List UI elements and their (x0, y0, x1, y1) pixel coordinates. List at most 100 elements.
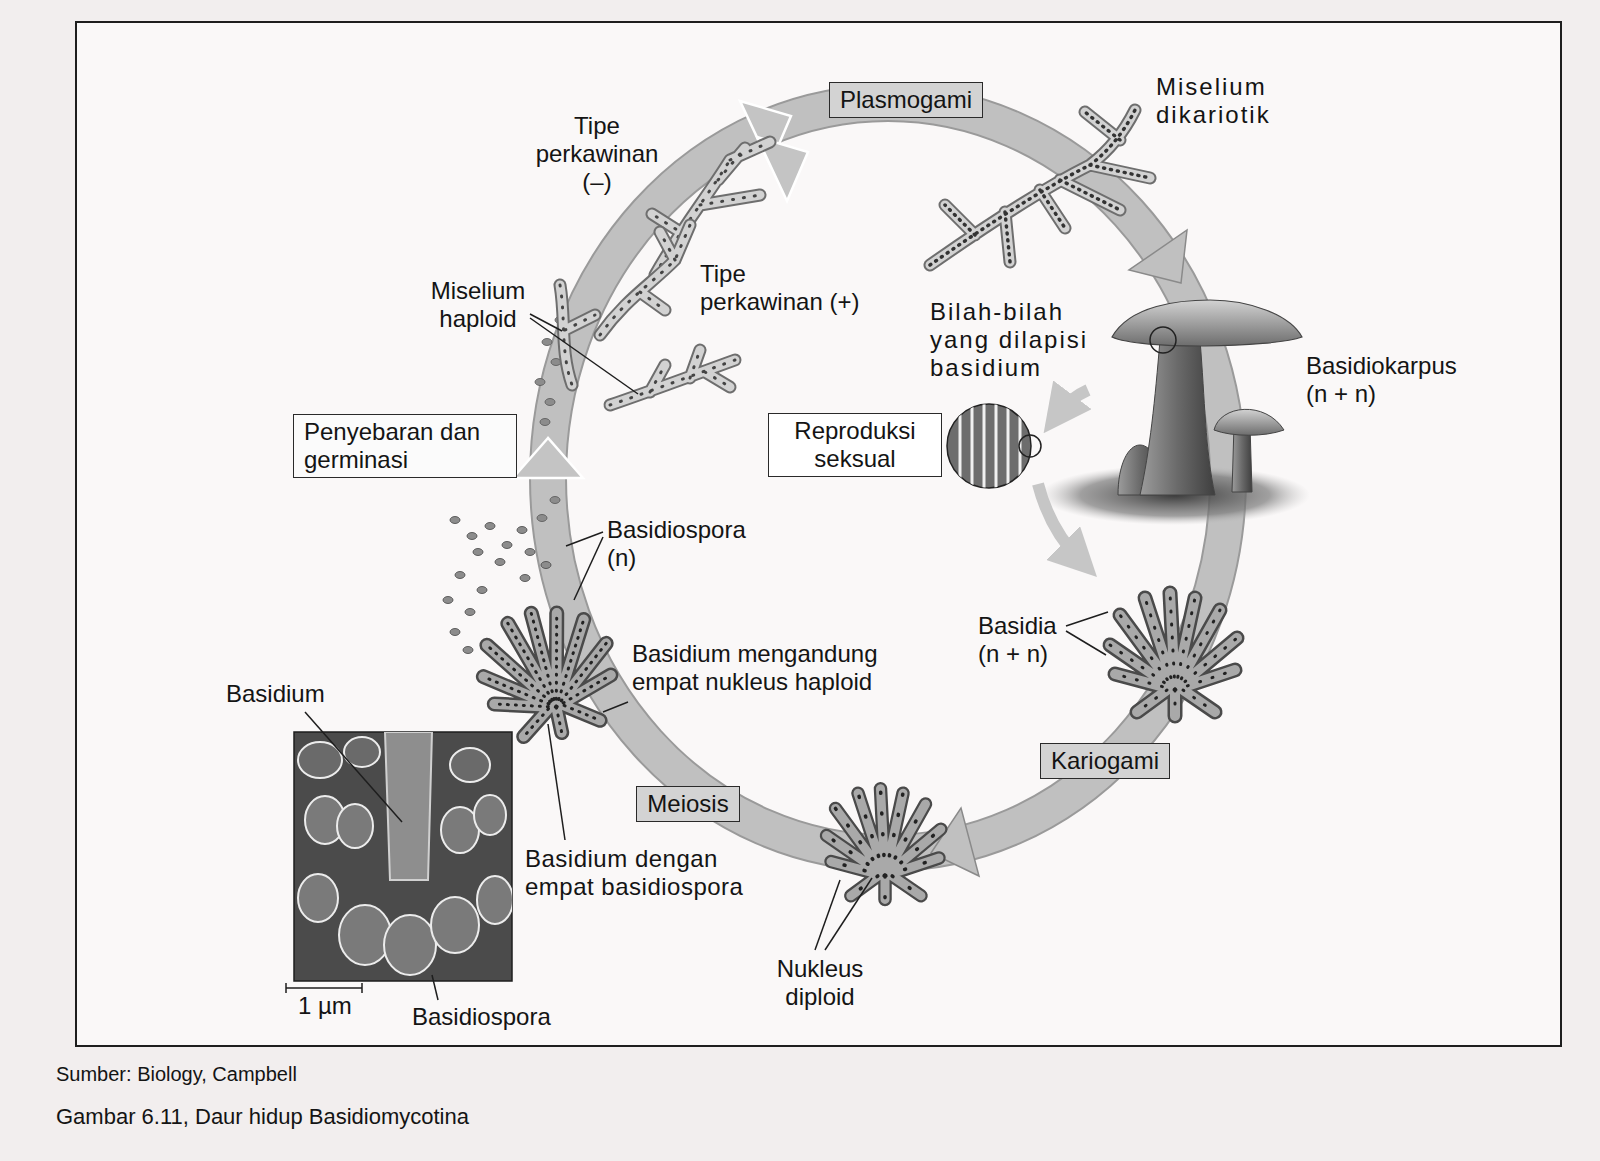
mushroom-basidiocarp (1112, 300, 1302, 346)
spores-on-ring (545, 399, 555, 406)
released-spores (520, 575, 530, 582)
leader-line (574, 537, 603, 600)
released-spores (465, 609, 475, 616)
part-label: Miselium dikariotik (1156, 73, 1291, 129)
gill-detail (983, 400, 986, 492)
sem-micrograph (474, 795, 506, 835)
sem-micrograph (298, 732, 512, 975)
gill-detail (959, 400, 962, 492)
mushroom-basidiocarp (1150, 327, 1176, 353)
sem-micrograph (477, 876, 512, 924)
released-spores (485, 523, 495, 530)
gill-detail (1058, 390, 1088, 414)
stage-box: Plasmogami (829, 82, 983, 118)
part-label: Basidiospora (n) (607, 516, 767, 572)
dikaryotic-hyphae (930, 110, 1150, 265)
basidia-cluster (473, 599, 623, 746)
scale-bar (361, 983, 363, 993)
scale-bar (286, 987, 362, 989)
basidia-cluster (473, 599, 623, 746)
released-spores (525, 549, 535, 556)
released-spores (467, 533, 477, 540)
part-label: Basidium mengandung empat nukleus haploi… (632, 640, 890, 696)
spores-on-ring (542, 339, 552, 346)
basidia-cluster (473, 599, 623, 746)
released-spores (473, 549, 483, 556)
life-cycle-ring (548, 103, 1228, 853)
spores-on-ring (550, 497, 560, 504)
mating-type-label: Tipe perkawinan (–) (527, 112, 667, 196)
basidia-cluster (1110, 593, 1237, 716)
life-cycle-ring (513, 438, 583, 478)
leader-line (1066, 612, 1108, 626)
stage-label: Plasmogami (840, 86, 972, 114)
basidia-cluster (473, 599, 623, 746)
gill-detail (971, 400, 974, 492)
released-spores (477, 587, 487, 594)
leader-line (1066, 631, 1106, 655)
released-spores (443, 597, 453, 604)
stage-box: Kariogami (1040, 743, 1170, 779)
stage-label: Kariogami (1051, 747, 1159, 775)
sem-micrograph (294, 732, 513, 981)
sem-micrograph (450, 748, 490, 782)
sem-micrograph (294, 732, 512, 981)
stage-box: Meiosis (636, 786, 739, 822)
leader-line (603, 702, 628, 712)
spores-on-ring (535, 379, 545, 386)
stage-label: Meiosis (647, 790, 728, 818)
sem-micrograph (431, 897, 479, 953)
dikaryotic-hyphae (930, 110, 1150, 265)
dikaryotic-hyphae (930, 110, 1150, 265)
gill-detail (947, 390, 1088, 560)
scale-bar (286, 983, 362, 993)
gill-detail (960, 400, 1020, 492)
sem-micrograph (298, 874, 338, 922)
process-box: Reproduksi seksual (768, 413, 942, 477)
mushroom-basidiocarp (1140, 340, 1215, 495)
stage-box: Penyebaran dan germinasi (293, 414, 517, 478)
leader-line (815, 880, 840, 950)
leader-line (530, 318, 638, 394)
part-label: Basidia (n + n) (978, 612, 1083, 668)
gill-detail (1038, 484, 1080, 560)
life-cycle-ring (548, 103, 1228, 853)
basidia-cluster (827, 789, 941, 900)
gill-detail (1019, 435, 1041, 457)
leader-line (548, 724, 565, 840)
basidia-cluster (1110, 593, 1237, 716)
released-spores (495, 559, 505, 566)
released-spores (463, 647, 473, 654)
released-spores (450, 517, 460, 524)
leader-line (566, 532, 603, 546)
released-spores (455, 572, 465, 579)
part-label: Bilah-bilah yang dilapisi basidium (930, 298, 1105, 382)
spores-on-ring (537, 515, 547, 522)
released-spores (517, 527, 527, 534)
basidia-cluster (827, 789, 941, 900)
part-label: Miselium haploid (423, 277, 533, 333)
gill-detail (995, 400, 998, 492)
spores-on-ring (540, 419, 550, 426)
mushroom-basidiocarp (1214, 409, 1284, 435)
released-spores (502, 542, 512, 549)
part-label: Basidium dengan empat basidiospora (525, 845, 777, 901)
released-spores (450, 629, 460, 636)
released-spores (541, 562, 551, 569)
stage-label: Reproduksi seksual (779, 417, 931, 473)
part-label: Basidiospora (412, 1003, 551, 1031)
basidia-cluster (1110, 593, 1237, 716)
part-label: Basidium (226, 680, 325, 708)
sem-micrograph (384, 915, 436, 975)
haploid-hyphae (600, 225, 690, 335)
basidia-cluster (827, 789, 941, 900)
scale-bar (285, 983, 287, 993)
mating-type-label: Tipe perkawinan (+) (700, 260, 875, 316)
part-label: Basidiokarpus (n + n) (1306, 352, 1481, 408)
sem-micrograph (385, 732, 432, 880)
haploid-hyphae (600, 225, 690, 335)
figure-frame (76, 22, 1561, 1046)
sem-micrograph (339, 905, 391, 965)
part-label: Nukleus diploid (765, 955, 875, 1011)
